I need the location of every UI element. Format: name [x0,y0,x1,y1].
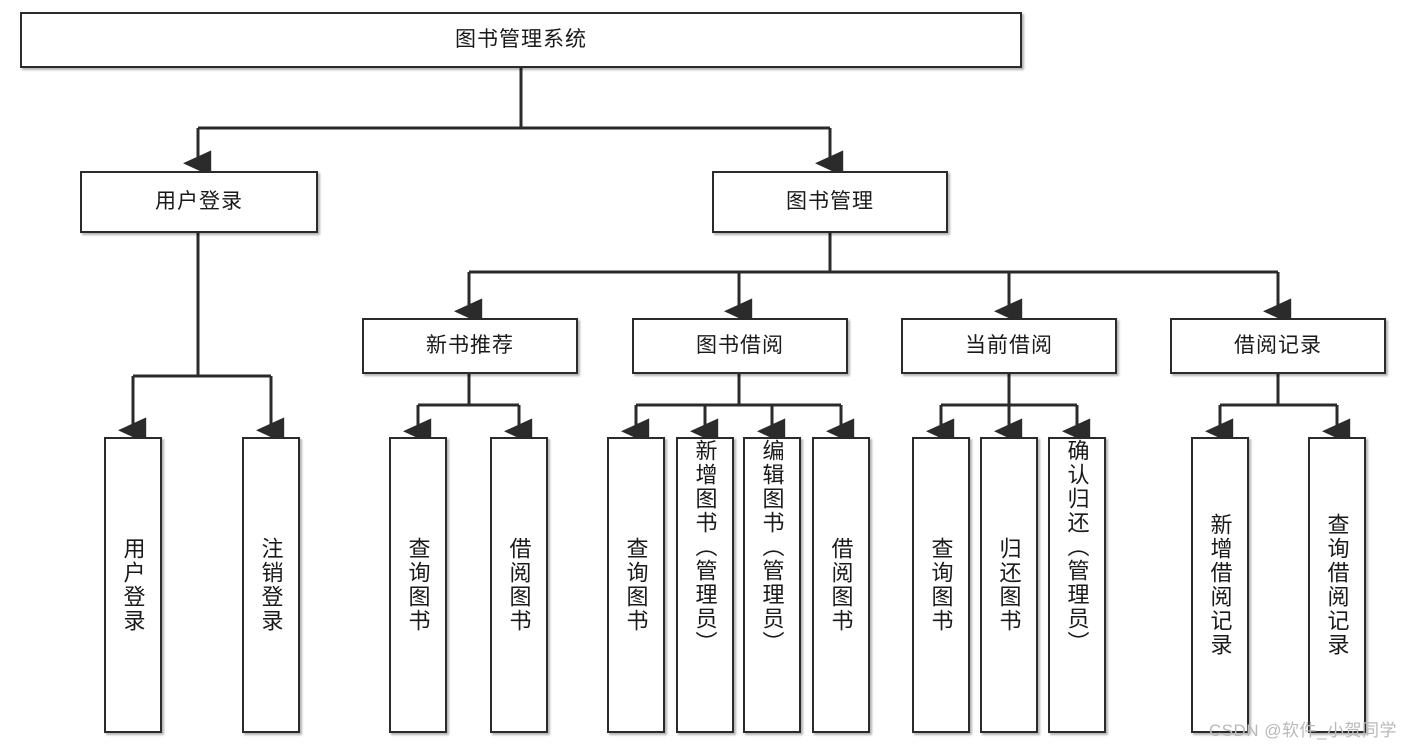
node-book-borrow[interactable]: 图书借阅 [632,318,848,374]
node-root-system[interactable]: 图书管理系统 [20,12,1022,68]
node-user-login[interactable]: 用户登录 [80,171,318,233]
node-label: 查询图书 [623,537,649,633]
node-label: 用户登录 [120,537,146,633]
node-label: 查询图书 [405,537,431,633]
node-label: 图书管理系统 [455,28,587,52]
node-label: 新增图书（管理员） [692,439,718,655]
leaf-user-login-login[interactable]: 用户登录 [104,437,162,733]
node-label: 确认归还（管理员） [1064,439,1090,655]
node-new-book-recommend[interactable]: 新书推荐 [362,318,578,374]
leaf-record-add-record[interactable]: 新增借阅记录 [1191,437,1249,733]
node-label: 查询图书 [928,537,954,633]
node-label: 归还图书 [996,537,1022,633]
node-label: 当前借阅 [965,334,1053,358]
node-label: 借阅图书 [828,537,854,633]
leaf-record-query-record[interactable]: 查询借阅记录 [1308,437,1366,733]
node-label: 编辑图书（管理员） [759,439,785,655]
node-label: 新书推荐 [426,334,514,358]
leaf-newbook-borrow-book[interactable]: 借阅图书 [490,437,548,733]
leaf-borrow-borrow-book[interactable]: 借阅图书 [812,437,870,733]
node-label: 用户登录 [155,190,243,214]
leaf-borrow-add-book-admin[interactable]: 新增图书（管理员） [676,437,734,733]
node-label: 新增借阅记录 [1207,513,1233,657]
leaf-current-query-book[interactable]: 查询图书 [912,437,970,733]
node-label: 借阅图书 [506,537,532,633]
node-book-management[interactable]: 图书管理 [712,171,948,233]
node-current-borrow[interactable]: 当前借阅 [901,318,1117,374]
node-label: 注销登录 [258,537,284,633]
node-label: 借阅记录 [1234,334,1322,358]
leaf-current-return-book[interactable]: 归还图书 [980,437,1038,733]
leaf-current-confirm-return-admin[interactable]: 确认归还（管理员） [1048,437,1106,733]
watermark-text: CSDN @软件_小贺同学 [1208,721,1397,740]
node-label: 图书管理 [786,190,874,214]
node-borrow-record[interactable]: 借阅记录 [1170,318,1386,374]
node-label: 图书借阅 [696,334,784,358]
leaf-borrow-edit-book-admin[interactable]: 编辑图书（管理员） [743,437,801,733]
leaf-newbook-query-book[interactable]: 查询图书 [389,437,447,733]
leaf-user-login-logout[interactable]: 注销登录 [242,437,300,733]
leaf-borrow-query-book[interactable]: 查询图书 [607,437,665,733]
node-label: 查询借阅记录 [1324,513,1350,657]
